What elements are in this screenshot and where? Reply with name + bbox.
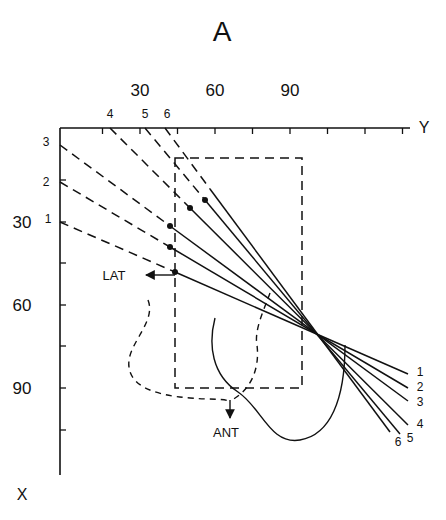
line-number: 3 xyxy=(416,396,425,408)
dashed-region xyxy=(175,158,302,388)
line-number: 6 xyxy=(163,108,172,120)
direction-label: ANT xyxy=(212,426,240,439)
line-number: 6 xyxy=(394,436,403,448)
axis-number: 30 xyxy=(12,214,33,231)
axis-name: X xyxy=(16,487,29,503)
tract-lines xyxy=(60,128,408,434)
axis-name: Y xyxy=(418,120,431,136)
line-number: 1 xyxy=(44,213,53,225)
axis-number: 90 xyxy=(12,380,33,397)
line-number: 4 xyxy=(416,418,425,430)
direction-label: LAT xyxy=(102,269,127,282)
axis-number: 60 xyxy=(205,82,226,99)
line-number: 5 xyxy=(141,108,150,120)
axis-ticks xyxy=(60,128,403,430)
lat-arrow xyxy=(146,274,175,275)
entry-dots xyxy=(167,197,208,275)
panel-letter: A xyxy=(212,18,233,46)
axis-number: 30 xyxy=(130,82,151,99)
line-number: 2 xyxy=(42,176,51,188)
line-number: 5 xyxy=(406,432,415,444)
line-number: 2 xyxy=(416,381,425,393)
axis-number: 60 xyxy=(12,297,33,314)
line-number: 4 xyxy=(106,108,115,120)
line-number: 3 xyxy=(42,136,51,148)
ant-arrow xyxy=(229,400,230,418)
brain-outline xyxy=(129,293,345,440)
axis-number: 90 xyxy=(280,82,301,99)
line-number: 1 xyxy=(416,366,425,378)
y-axis xyxy=(60,127,410,129)
